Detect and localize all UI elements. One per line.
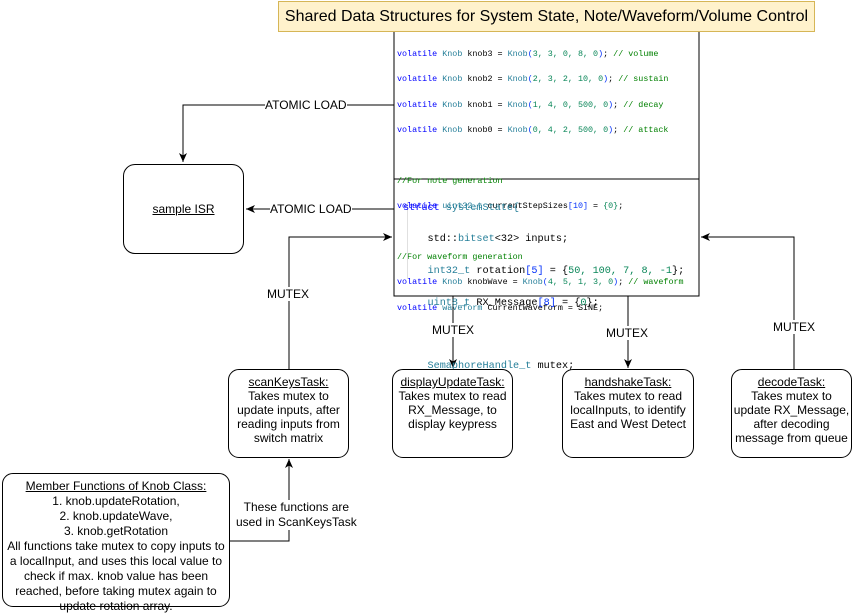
handshake-task-title: handshakeTask: xyxy=(584,375,672,389)
struct-line-2: std::bitset<32> inputs; xyxy=(427,234,569,246)
handshake-task-box: handshakeTask: Takes mutex to read local… xyxy=(562,369,694,458)
code-line-knob1: volatile Knob knob1 = Knob(1, 4, 0, 500,… xyxy=(397,99,664,110)
scan-keys-task-box: scanKeysTask: Takes mutex to update inpu… xyxy=(228,369,349,458)
sample-isr-box: sample ISR xyxy=(123,164,244,254)
mutex-label-scan: MUTEX xyxy=(267,287,309,301)
knob-class-box: Member Functions of Knob Class: 1. knob.… xyxy=(2,473,230,613)
display-update-task-title: displayUpdateTask: xyxy=(400,375,505,389)
struct-line-4: uint8_t RX_Message[8] = {0}; xyxy=(427,297,599,309)
struct-indent-guide xyxy=(407,202,408,279)
mutex-label-display: MUTEX xyxy=(432,323,474,337)
atomic-load-label-2: ATOMIC LOAD xyxy=(270,202,352,216)
decode-task-box: decodeTask: Takes mutex to update RX_Mes… xyxy=(731,369,852,458)
code-line-knob2: volatile Knob knob2 = Knob(2, 3, 2, 10, … xyxy=(397,74,669,85)
atomic-load-label-1: ATOMIC LOAD xyxy=(265,98,347,112)
sample-isr-label: sample ISR xyxy=(152,202,215,216)
mutex-label-handshake: MUTEX xyxy=(606,326,648,340)
diagram-title: Shared Data Structures for System State,… xyxy=(278,1,815,32)
code-comment-wave: //For waveform generation xyxy=(397,251,523,262)
code-line-current-wave: volatile waveform CurrentWaveform = SINE… xyxy=(397,302,604,313)
knob-class-title: Member Functions of Knob Class: xyxy=(25,479,207,493)
code-comment-note: //For note generation xyxy=(397,175,503,186)
mutex-arrow-scan xyxy=(288,233,392,369)
scan-keys-task-title: scanKeysTask: xyxy=(248,375,329,389)
code-line-step-sizes: volatile uint32_t currentStepSizes[10] =… xyxy=(397,201,624,212)
decode-task-title: decodeTask: xyxy=(757,375,826,389)
functions-arrow xyxy=(230,459,293,542)
struct-line-1: struct systemState{ xyxy=(403,202,520,214)
shared-variables-code: volatile Knob knob3 = Knob(3, 3, 0, 8, 0… xyxy=(397,35,684,327)
struct-line-5: SemaphoreHandle_t mutex; xyxy=(427,360,575,372)
functions-used-label: These functions are used in ScanKeysTask xyxy=(236,500,357,530)
display-update-task-box: displayUpdateTask: Takes mutex to read R… xyxy=(392,369,513,458)
atomic-load-arrow-1 xyxy=(179,104,394,162)
code-line-knob0: volatile Knob knob0 = Knob(0, 4, 2, 500,… xyxy=(397,124,669,135)
mutex-arrow-decode xyxy=(701,233,795,369)
mutex-label-decode: MUTEX xyxy=(773,320,815,334)
struct-line-3: int32_t rotation[5] = {50, 100, 7, 8, -1… xyxy=(427,265,685,277)
code-line-knob3: volatile Knob knob3 = Knob(3, 3, 0, 8, 0… xyxy=(397,48,659,59)
code-line-knob-wave: volatile Knob knobWave = Knob(4, 5, 1, 3… xyxy=(397,277,684,288)
